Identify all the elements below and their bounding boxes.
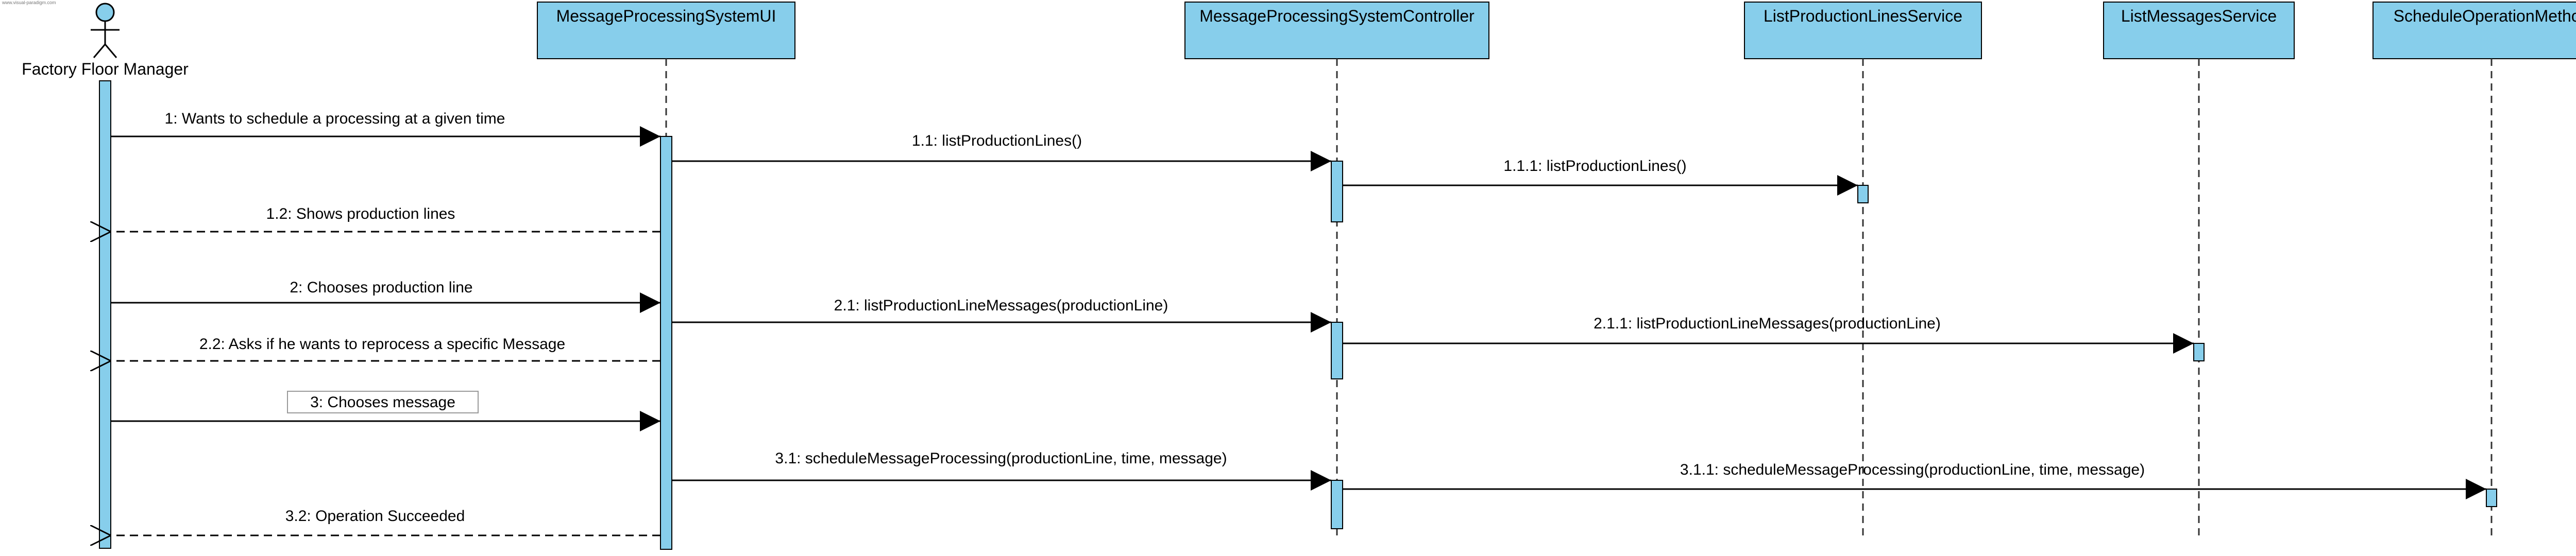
message-2[interactable]: 2: Chooses production line (111, 279, 660, 313)
message-label: 2.1: listProductionLineMessages(producti… (834, 297, 1168, 314)
participant-box (2372, 2, 2576, 59)
message-1-1-1[interactable]: 1.1.1: listProductionLines() (1343, 158, 1858, 196)
message-label: 3: Chooses message (310, 394, 455, 411)
activation-bar-controller-1 (1331, 161, 1343, 222)
message-2-1-1[interactable]: 2.1.1: listProductionLineMessages(produc… (1343, 315, 2194, 354)
participant-list-messages-service[interactable]: ListMessagesService (2103, 2, 2295, 59)
actor-label: Factory Floor Manager (22, 60, 189, 78)
participant-box (1184, 2, 1489, 59)
message-3-1[interactable]: 3.1: scheduleMessageProcessing(productio… (672, 450, 1331, 491)
message-label: 2.2: Asks if he wants to reprocess a spe… (199, 336, 565, 353)
message-label-box (287, 391, 479, 413)
message-label: 3.2: Operation Succeeded (285, 508, 465, 525)
participant-label: MessageProcessingSystemUI (556, 7, 776, 25)
message-label: 1.2: Shows production lines (266, 205, 455, 222)
message-3[interactable]: 3: Chooses message (111, 391, 660, 431)
activation-bar-ui (660, 136, 672, 550)
participant-label: MessageProcessingSystemController (1199, 7, 1475, 25)
message-1-1[interactable]: 1.1: listProductionLines() (672, 132, 1331, 171)
message-label: 2.1.1: listProductionLineMessages(produc… (1594, 315, 1941, 332)
message-1-2-return[interactable]: 1.2: Shows production lines (111, 205, 660, 232)
participant-label: ListProductionLinesService (1764, 7, 1962, 25)
message-label: 2: Chooses production line (290, 279, 472, 296)
actor-factory-floor-manager[interactable]: Factory Floor Manager (22, 3, 189, 78)
message-label: 1: Wants to schedule a processing at a g… (165, 110, 505, 127)
participant-label: ScheduleOperationMethod (2394, 7, 2576, 25)
activation-bar-list-messages (2193, 343, 2205, 361)
message-2-1[interactable]: 2.1: listProductionLineMessages(producti… (672, 297, 1331, 333)
message-3-1-1[interactable]: 3.1.1: scheduleMessageProcessing(product… (1343, 461, 2486, 499)
participant-box (2103, 2, 2295, 59)
message-label: 3.1: scheduleMessageProcessing(productio… (775, 450, 1227, 467)
activation-bar-list-production-lines (1857, 185, 1869, 203)
participant-message-processing-system-ui[interactable]: MessageProcessingSystemUI (537, 2, 795, 59)
participant-schedule-operation-method[interactable]: ScheduleOperationMethod (2372, 2, 2576, 59)
message-1[interactable]: 1: Wants to schedule a processing at a g… (111, 110, 660, 147)
activation-bar-schedule-operation (2486, 489, 2497, 507)
header-note: www.visual-paradigm.com (2, 0, 56, 5)
activation-bar-actor (99, 80, 111, 549)
participant-box (1744, 2, 1982, 59)
participant-box (537, 2, 795, 59)
activation-bar-controller-2 (1331, 322, 1343, 379)
actor-stick-figure-icon (91, 3, 120, 58)
message-label: 1.1: listProductionLines() (912, 132, 1082, 149)
participant-label: ListMessagesService (2121, 7, 2277, 25)
message-2-2-return[interactable]: 2.2: Asks if he wants to reprocess a spe… (111, 336, 660, 361)
message-label: 3.1.1: scheduleMessageProcessing(product… (1680, 461, 2145, 478)
message-3-2-return[interactable]: 3.2: Operation Succeeded (111, 508, 660, 535)
participant-message-processing-system-controller[interactable]: MessageProcessingSystemController (1184, 2, 1489, 59)
participant-list-production-lines-service[interactable]: ListProductionLinesService (1744, 2, 1982, 59)
activation-bar-controller-3 (1331, 480, 1343, 529)
message-label: 1.1.1: listProductionLines() (1503, 158, 1686, 175)
